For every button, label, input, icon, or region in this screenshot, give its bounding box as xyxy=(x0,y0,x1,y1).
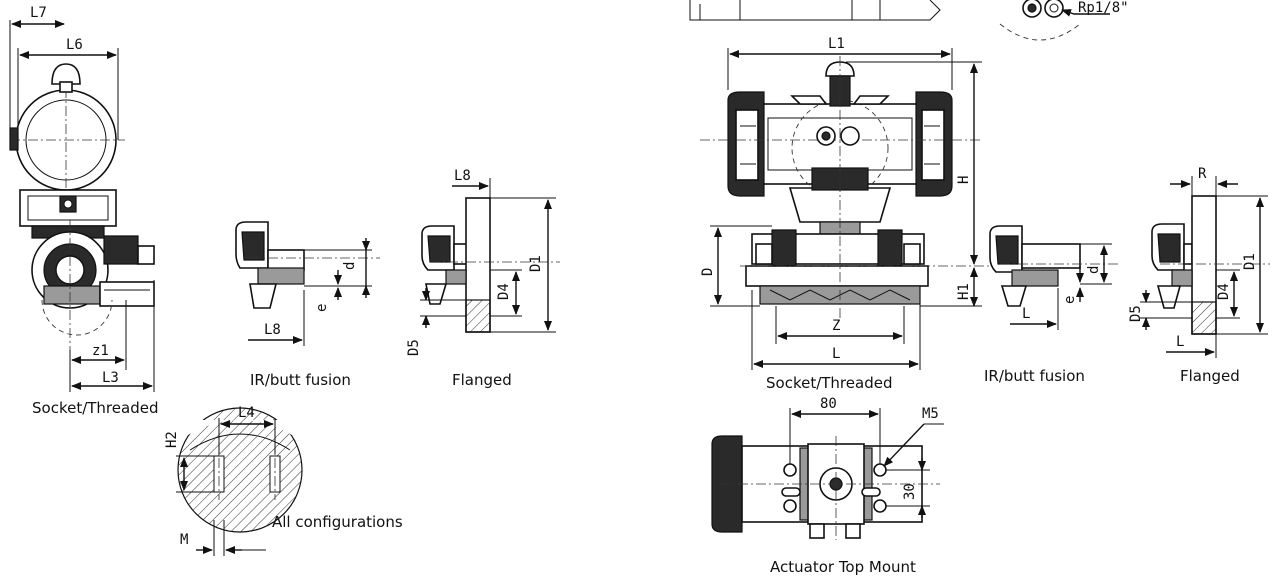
dim-rp: Rp1/8" xyxy=(1078,0,1129,16)
dim-e-right: e xyxy=(1062,296,1078,304)
dim-h: H xyxy=(956,176,972,184)
dim-l-ir-right: L xyxy=(1022,306,1030,322)
dim-l6: L6 xyxy=(66,37,83,53)
caption-actuator-top-mount: Actuator Top Mount xyxy=(770,558,916,576)
dim-z: Z xyxy=(832,318,840,334)
left-ir-fusion xyxy=(235,221,380,309)
left-flanged xyxy=(421,197,560,333)
right-flanged xyxy=(1151,195,1270,335)
left-side-view xyxy=(9,63,155,360)
caption-right-flanged: Flanged xyxy=(1180,367,1240,385)
dim-m: M xyxy=(180,532,188,548)
caption-all-configurations: All configurations xyxy=(272,513,403,531)
dim-l-flanged-right: L xyxy=(1176,334,1184,350)
dim-l7: L7 xyxy=(30,5,47,21)
rp-port-detail: Rp1/8" xyxy=(999,0,1129,41)
caption-right-ir: IR/butt fusion xyxy=(984,367,1085,385)
dim-d1-right: D1 xyxy=(1242,253,1258,270)
dim-m5: M5 xyxy=(922,406,939,422)
dim-l1: L1 xyxy=(828,36,845,52)
dim-d1-left: D1 xyxy=(528,255,544,272)
dim-d4-left: D4 xyxy=(496,283,512,300)
dim-e-left: e xyxy=(314,304,330,312)
dim-l3: L3 xyxy=(102,370,119,386)
dim-l4: L4 xyxy=(238,405,255,421)
caption-right-socket: Socket/Threaded xyxy=(766,374,892,392)
dim-z1: z1 xyxy=(92,343,109,359)
caption-left-flanged: Flanged xyxy=(452,371,512,389)
dim-80: 80 xyxy=(820,396,837,412)
dim-h1: H1 xyxy=(956,283,972,300)
right-main-assembly xyxy=(700,56,990,320)
dim-d5-right: D5 xyxy=(1128,305,1144,322)
caption-left-ir: IR/butt fusion xyxy=(250,371,351,389)
dim-30: 30 xyxy=(902,483,918,500)
dim-d-left: d xyxy=(342,262,358,270)
right-top-partial xyxy=(689,0,941,21)
dim-l8-flanged: L8 xyxy=(454,168,471,184)
dim-d4-right: D4 xyxy=(1216,283,1232,300)
right-ir-fusion xyxy=(989,225,1120,307)
dim-d-big: D xyxy=(700,268,716,276)
dim-l8-left: L8 xyxy=(264,322,281,338)
dim-d-right: d xyxy=(1086,266,1102,274)
dim-r: R xyxy=(1198,166,1207,182)
dim-d5-left: D5 xyxy=(406,339,422,356)
caption-left-socket: Socket/Threaded xyxy=(32,399,158,417)
dim-h2: H2 xyxy=(164,431,180,448)
dim-l-main: L xyxy=(832,346,840,362)
